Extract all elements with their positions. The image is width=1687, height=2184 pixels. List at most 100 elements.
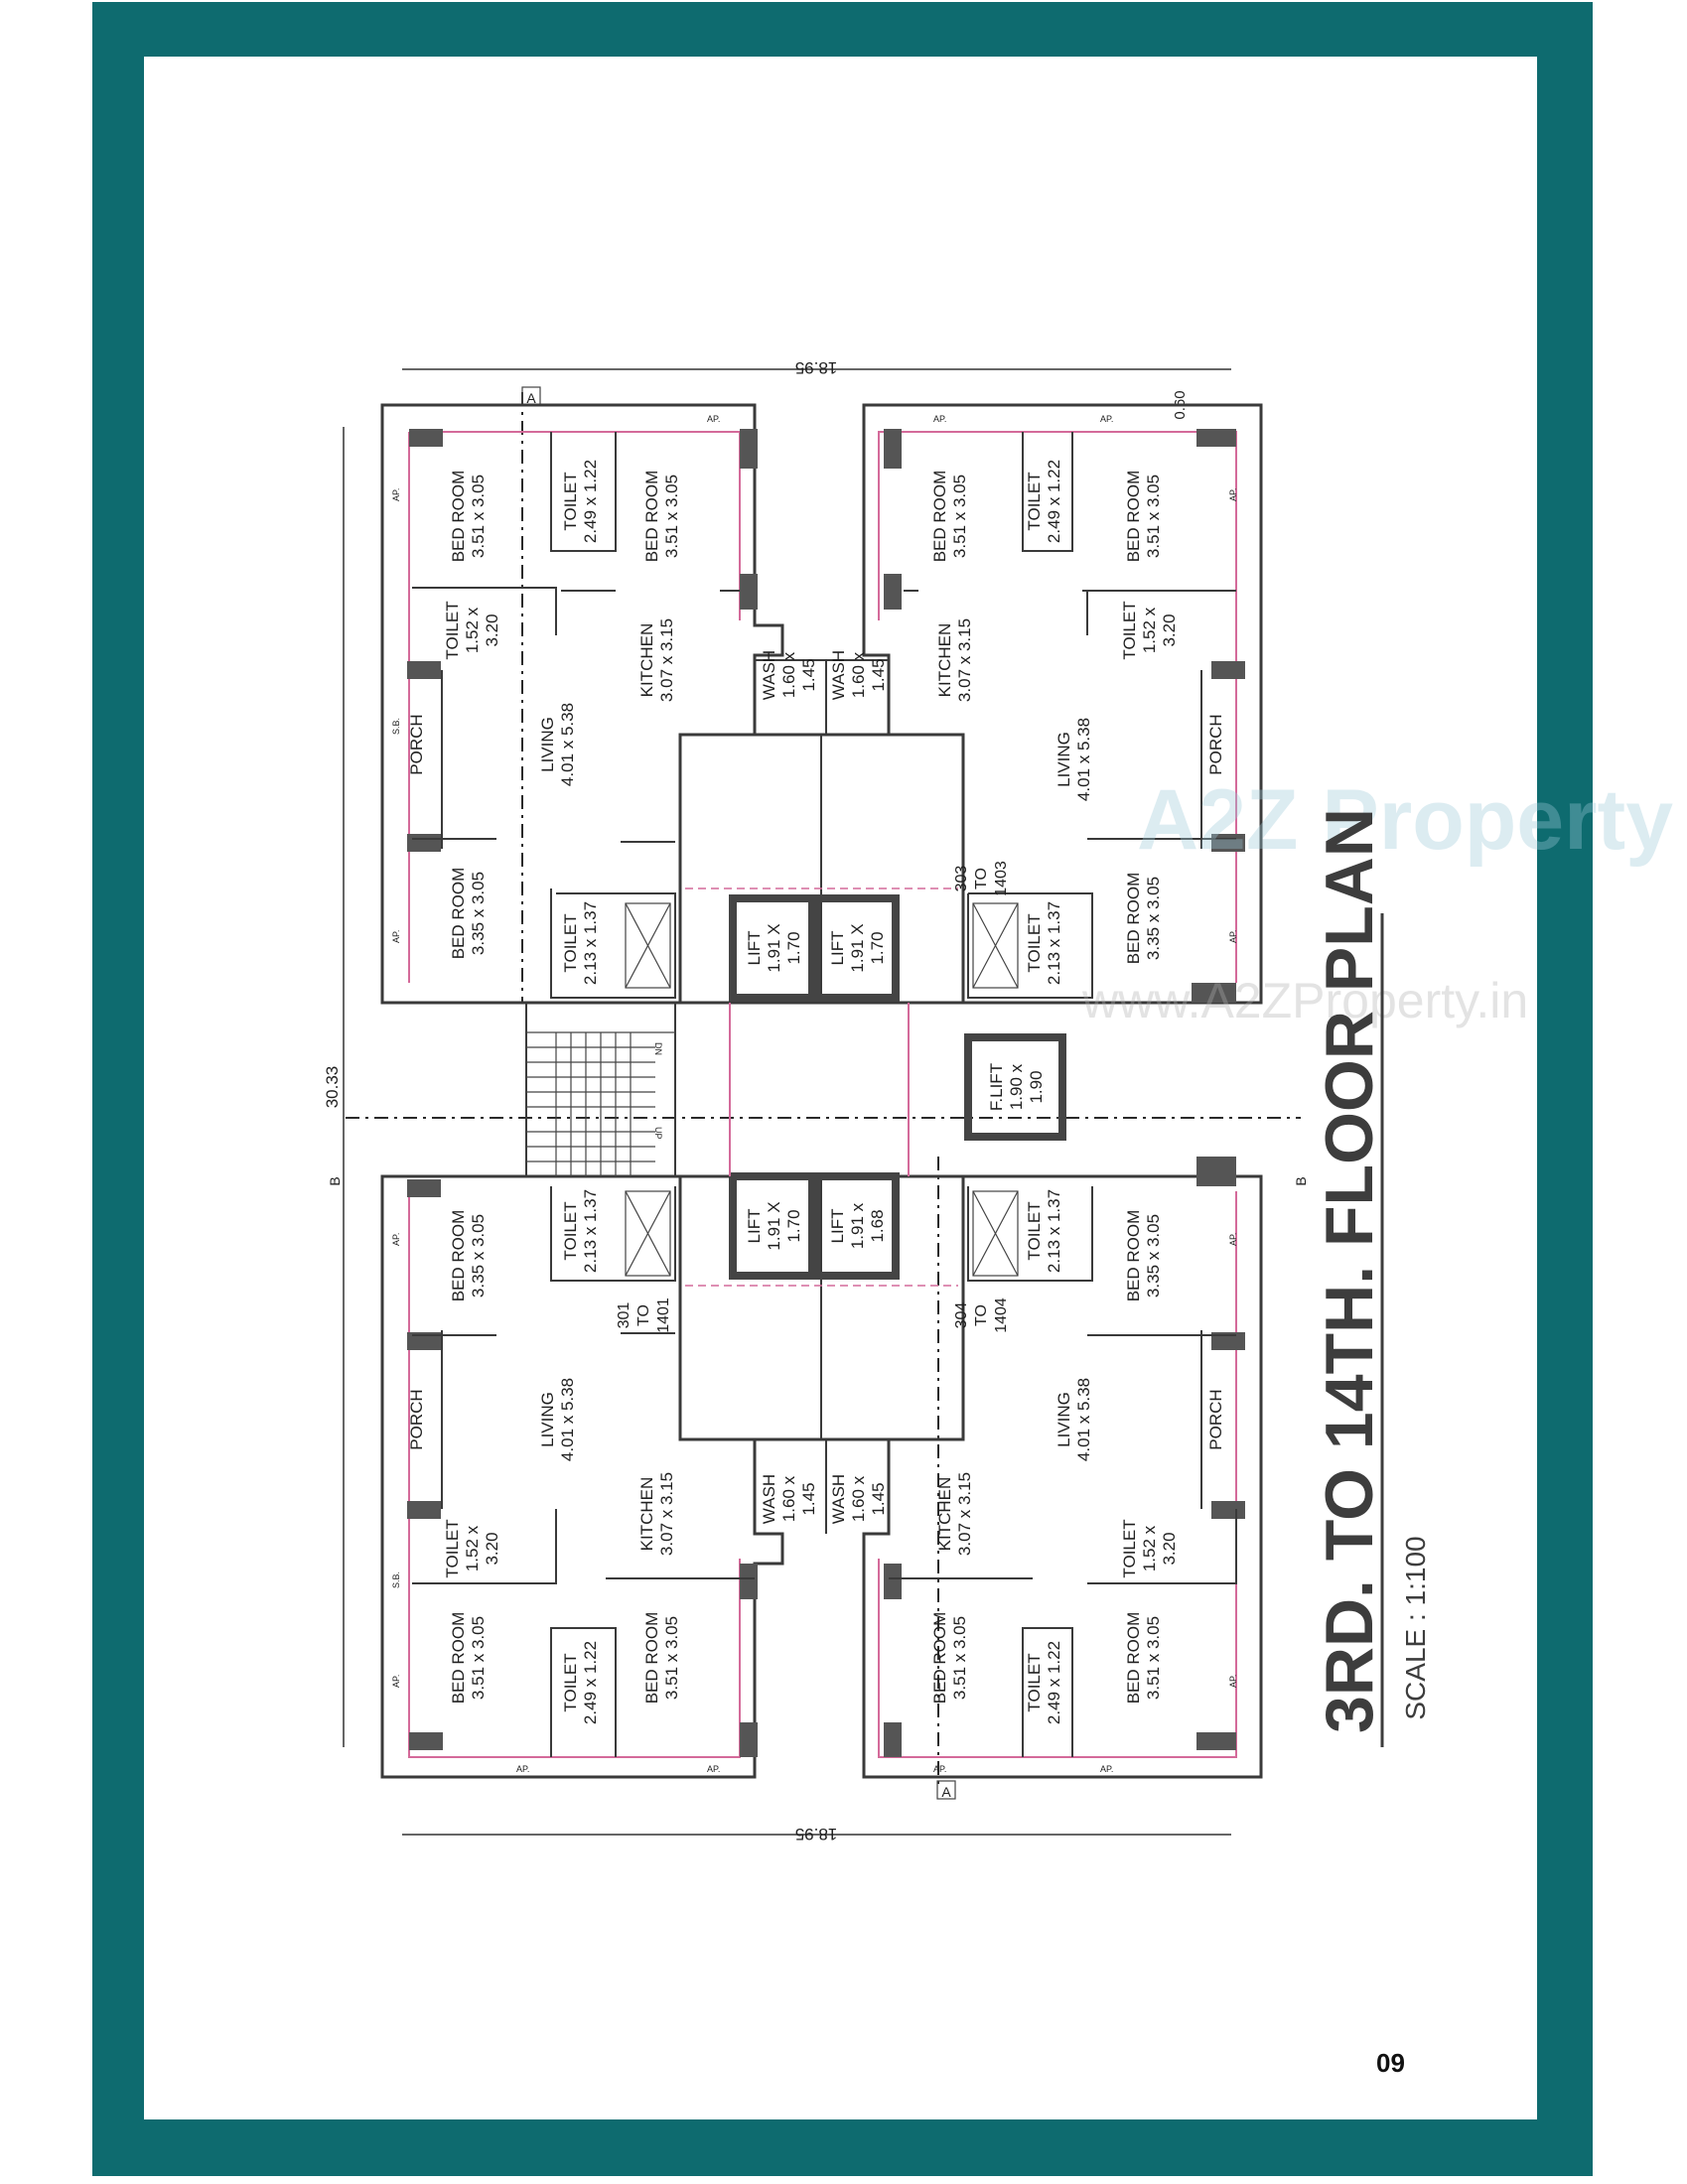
room-label: KITCHEN bbox=[637, 623, 656, 698]
room-label: KITCHEN bbox=[935, 623, 954, 698]
room-label: BED ROOM bbox=[930, 471, 949, 563]
room-label: TOILET bbox=[561, 1201, 580, 1260]
room-size: 2.13 x 1.37 bbox=[581, 901, 600, 985]
flat-range-to: 1404 bbox=[993, 1297, 1010, 1333]
stair-up-label: UP bbox=[653, 1127, 663, 1140]
room-size: 1.90 bbox=[1027, 1070, 1046, 1103]
room-size: 3.20 bbox=[483, 614, 501, 646]
room-label: LIVING bbox=[1054, 1392, 1073, 1447]
watermark: A2Z Property www.A2ZProperty.in bbox=[1081, 772, 1673, 1028]
room-label: TOILET bbox=[1025, 1653, 1044, 1711]
room-label: F.LIFT bbox=[987, 1063, 1006, 1111]
room-size: 3.51 x 3.05 bbox=[1144, 1616, 1163, 1700]
room-size: 3.51 x 3.05 bbox=[950, 475, 969, 558]
dim-left-height: 30.33 bbox=[323, 1066, 342, 1109]
svg-text:AP.: AP. bbox=[707, 1764, 720, 1774]
svg-text:AP.: AP. bbox=[516, 1764, 529, 1774]
flat-bottom-right-labels: 304 TO 1404 TOILET 2.13 x 1.37 BED ROOM … bbox=[930, 1189, 1225, 1724]
room-size: 3.51 x 3.05 bbox=[662, 475, 681, 558]
svg-text:AP.: AP. bbox=[933, 414, 946, 424]
plan-title: 3RD. TO 14TH. FLOOR PLAN bbox=[1312, 808, 1387, 1733]
room-size: 3.07 x 3.15 bbox=[657, 618, 676, 702]
svg-text:S.B.: S.B. bbox=[391, 718, 401, 735]
room-label: TOILET bbox=[561, 472, 580, 530]
room-size: 3.07 x 3.15 bbox=[955, 1472, 974, 1556]
room-label: BED ROOM bbox=[1124, 471, 1143, 563]
flat-range-to: 1401 bbox=[655, 1297, 672, 1333]
flat-range-to: 1403 bbox=[993, 861, 1010, 896]
svg-text:AP.: AP. bbox=[391, 1675, 401, 1688]
room-size: 3.51 x 3.05 bbox=[950, 1616, 969, 1700]
room-label: BED ROOM bbox=[449, 471, 468, 563]
svg-text:AP.: AP. bbox=[707, 414, 720, 424]
room-label: WASH bbox=[760, 650, 778, 700]
room-size: 2.13 x 1.37 bbox=[581, 1189, 600, 1273]
room-size: 1.45 bbox=[869, 658, 888, 691]
room-partitions bbox=[412, 432, 1237, 1757]
svg-text:AP.: AP. bbox=[1228, 930, 1238, 943]
room-size: 3.51 x 3.05 bbox=[662, 1616, 681, 1700]
room-size: 4.01 x 5.38 bbox=[558, 703, 577, 786]
staircase: DN UP bbox=[525, 1002, 676, 1177]
room-size: 1.90 x bbox=[1007, 1063, 1026, 1110]
section-mark-b-left: B bbox=[327, 1176, 343, 1185]
room-label: WASH bbox=[829, 1474, 848, 1524]
room-size: 1.60 x bbox=[779, 651, 798, 698]
room-label: PORCH bbox=[1206, 1389, 1225, 1449]
flat-range-to-word: TO bbox=[635, 1304, 652, 1326]
room-label: TOILET bbox=[443, 1519, 462, 1577]
room-label: LIVING bbox=[538, 717, 557, 772]
room-label: BED ROOM bbox=[642, 471, 661, 563]
room-label: TOILET bbox=[1025, 913, 1044, 972]
room-size: 1.70 bbox=[784, 1209, 803, 1242]
room-label: KITCHEN bbox=[637, 1477, 656, 1552]
section-lines: A A B B bbox=[327, 386, 1309, 1800]
room-size: 1.52 x bbox=[463, 1525, 482, 1571]
page-sheet bbox=[144, 57, 1537, 2119]
room-size: 3.20 bbox=[1160, 614, 1179, 646]
room-size: 1.52 x bbox=[1140, 1525, 1159, 1571]
room-label: BED ROOM bbox=[1124, 873, 1143, 965]
room-label: TOILET bbox=[561, 1653, 580, 1711]
section-mark-b-right: B bbox=[1293, 1176, 1309, 1185]
plan-scale: SCALE : 1:100 bbox=[1400, 1536, 1431, 1719]
svg-text:AP.: AP. bbox=[391, 488, 401, 501]
room-label: LIFT bbox=[745, 931, 764, 966]
room-size: 1.70 bbox=[784, 931, 803, 964]
room-size: 3.35 x 3.05 bbox=[469, 872, 488, 955]
room-label: BED ROOM bbox=[449, 1210, 468, 1302]
room-size: 2.49 x 1.22 bbox=[581, 1641, 600, 1724]
room-size: 1.91 X bbox=[765, 1201, 783, 1250]
room-label: LIVING bbox=[1054, 732, 1073, 787]
room-label: LIFT bbox=[828, 931, 847, 966]
room-size: 4.01 x 5.38 bbox=[1074, 718, 1093, 801]
dimension-lines: 18.95 18.95 30.33 0.60 bbox=[323, 358, 1231, 1843]
room-label: TOILET bbox=[1120, 1519, 1139, 1577]
columns bbox=[407, 429, 1245, 1757]
room-size: 1.45 bbox=[799, 658, 818, 691]
watermark-url: www.A2ZProperty.in bbox=[1081, 973, 1528, 1028]
room-label: PORCH bbox=[1206, 714, 1225, 774]
watermark-logo: A2Z Property bbox=[1137, 772, 1673, 868]
room-size: 1.91 x bbox=[848, 1202, 867, 1249]
room-size: 3.20 bbox=[483, 1532, 501, 1565]
room-label: TOILET bbox=[1025, 1201, 1044, 1260]
room-label: TOILET bbox=[1025, 472, 1044, 530]
room-size: 2.13 x 1.37 bbox=[1045, 901, 1063, 985]
svg-text:AP.: AP. bbox=[391, 930, 401, 943]
svg-text:AP.: AP. bbox=[391, 1233, 401, 1246]
svg-text:S.B.: S.B. bbox=[391, 1571, 401, 1588]
room-size: 4.01 x 5.38 bbox=[1074, 1378, 1093, 1461]
room-size: 1.60 x bbox=[779, 1475, 798, 1522]
room-label: LIFT bbox=[828, 1209, 847, 1244]
room-label: PORCH bbox=[407, 714, 426, 774]
room-label: TOILET bbox=[1120, 601, 1139, 659]
room-label: TOILET bbox=[443, 601, 462, 659]
room-label: BED ROOM bbox=[449, 868, 468, 960]
room-size: 2.49 x 1.22 bbox=[1045, 1641, 1063, 1724]
room-size: 3.51 x 3.05 bbox=[469, 1616, 488, 1700]
room-size: 3.35 x 3.05 bbox=[1144, 1214, 1163, 1297]
room-size: 3.35 x 3.05 bbox=[469, 1214, 488, 1297]
room-label: WASH bbox=[760, 1474, 778, 1524]
dim-top-width: 18.95 bbox=[795, 358, 838, 377]
